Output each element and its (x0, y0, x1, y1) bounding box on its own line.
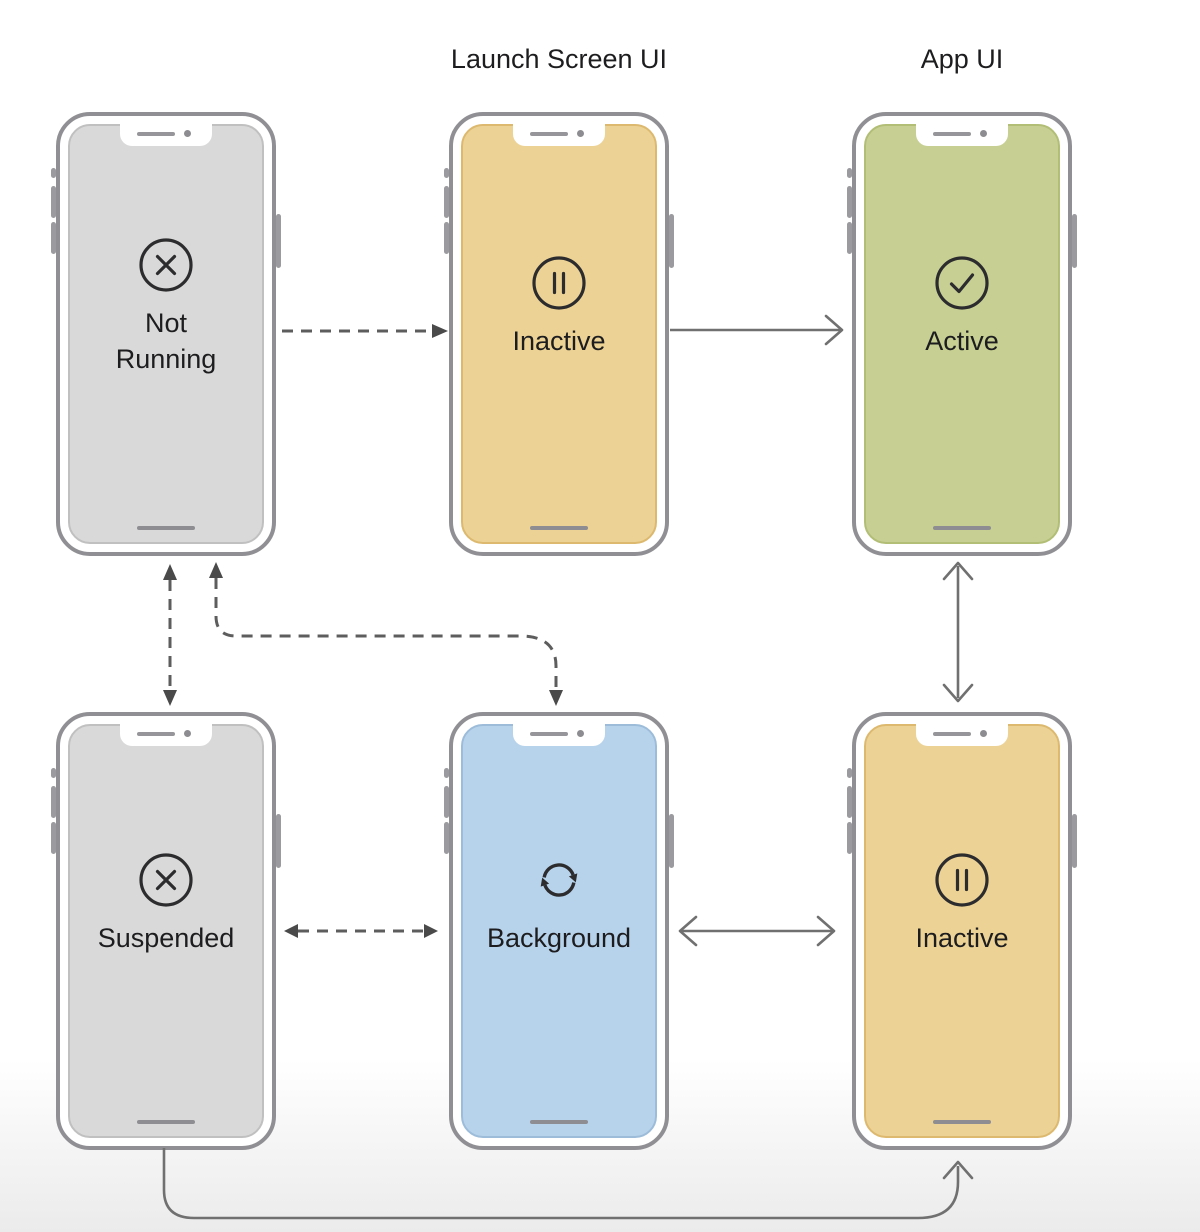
phone-background: Background (444, 712, 674, 1150)
power-button (276, 214, 281, 268)
mute-switch (51, 768, 56, 778)
home-indicator (530, 526, 588, 530)
mute-switch (444, 768, 449, 778)
state-label-background: Background (486, 922, 632, 953)
x-circle-icon (139, 853, 193, 907)
home-indicator (933, 1120, 991, 1124)
camera-icon (980, 130, 987, 137)
notch (916, 124, 1008, 146)
phone-inactive-app: Inactive (847, 712, 1077, 1150)
arrow-suspended-background (284, 924, 438, 938)
arrow-background-inactive-app (678, 915, 836, 947)
volume-down-button (847, 822, 852, 854)
power-button (1072, 814, 1077, 868)
arrow-inactive-launch-to-active (670, 314, 844, 346)
screen-inactive-launch: Inactive (461, 124, 657, 544)
column-header-app-ui: App UI (920, 44, 1004, 74)
check-circle-icon (935, 256, 989, 310)
state-label-inactive-launch: Inactive (512, 325, 606, 356)
speaker-icon (933, 732, 971, 736)
column-header-launch-screen-ui: Launch Screen UI (450, 44, 668, 74)
volume-up-button (444, 786, 449, 818)
volume-down-button (444, 822, 449, 854)
sync-icon (540, 862, 578, 897)
screen-background: Background (461, 724, 657, 1138)
phone-suspended: Suspended (51, 712, 281, 1150)
phone-active: Active (847, 112, 1077, 556)
camera-icon (184, 730, 191, 737)
volume-down-button (51, 222, 56, 254)
screen-not-running: Not Running (68, 124, 264, 544)
speaker-icon (530, 132, 568, 136)
notch (120, 124, 212, 146)
volume-down-button (51, 822, 56, 854)
phone-inactive-launch: Inactive (444, 112, 674, 556)
home-indicator (137, 526, 195, 530)
notch (513, 124, 605, 146)
arrow-active-inactive-app (942, 561, 974, 703)
arrow-not-running-suspended (163, 564, 177, 706)
screen-active: Active (864, 124, 1060, 544)
speaker-icon (137, 732, 175, 736)
state-label-inactive-app: Inactive (915, 922, 1009, 953)
arrow-not-running-to-inactive-launch (282, 324, 448, 338)
volume-up-button (51, 786, 56, 818)
speaker-icon (530, 732, 568, 736)
screen-suspended: Suspended (68, 724, 264, 1138)
power-button (669, 214, 674, 268)
camera-icon (577, 730, 584, 737)
mute-switch (847, 768, 852, 778)
home-indicator (530, 1120, 588, 1124)
volume-up-button (444, 186, 449, 218)
home-indicator (137, 1120, 195, 1124)
home-indicator (933, 526, 991, 530)
arrow-suspended-to-inactive-app-bottom (162, 1148, 974, 1220)
camera-icon (184, 130, 191, 137)
speaker-icon (137, 132, 175, 136)
screen-inactive-app: Inactive (864, 724, 1060, 1138)
state-label-active: Active (925, 325, 999, 356)
volume-up-button (51, 186, 56, 218)
camera-icon (980, 730, 987, 737)
volume-down-button (847, 222, 852, 254)
mute-switch (847, 168, 852, 178)
power-button (276, 814, 281, 868)
pause-circle-icon (935, 853, 989, 907)
arrow-not-running-background (209, 562, 563, 706)
pause-circle-icon (532, 256, 586, 310)
notch (120, 724, 212, 746)
volume-up-button (847, 786, 852, 818)
volume-up-button (847, 186, 852, 218)
phone-not-running: Not Running (51, 112, 281, 556)
camera-icon (577, 130, 584, 137)
speaker-icon (933, 132, 971, 136)
notch (513, 724, 605, 746)
x-circle-icon (139, 238, 193, 292)
power-button (669, 814, 674, 868)
notch (916, 724, 1008, 746)
state-label-not-running: Not Running (115, 307, 217, 374)
state-label-suspended: Suspended (97, 922, 235, 953)
volume-down-button (444, 222, 449, 254)
mute-switch (51, 168, 56, 178)
power-button (1072, 214, 1077, 268)
mute-switch (444, 168, 449, 178)
